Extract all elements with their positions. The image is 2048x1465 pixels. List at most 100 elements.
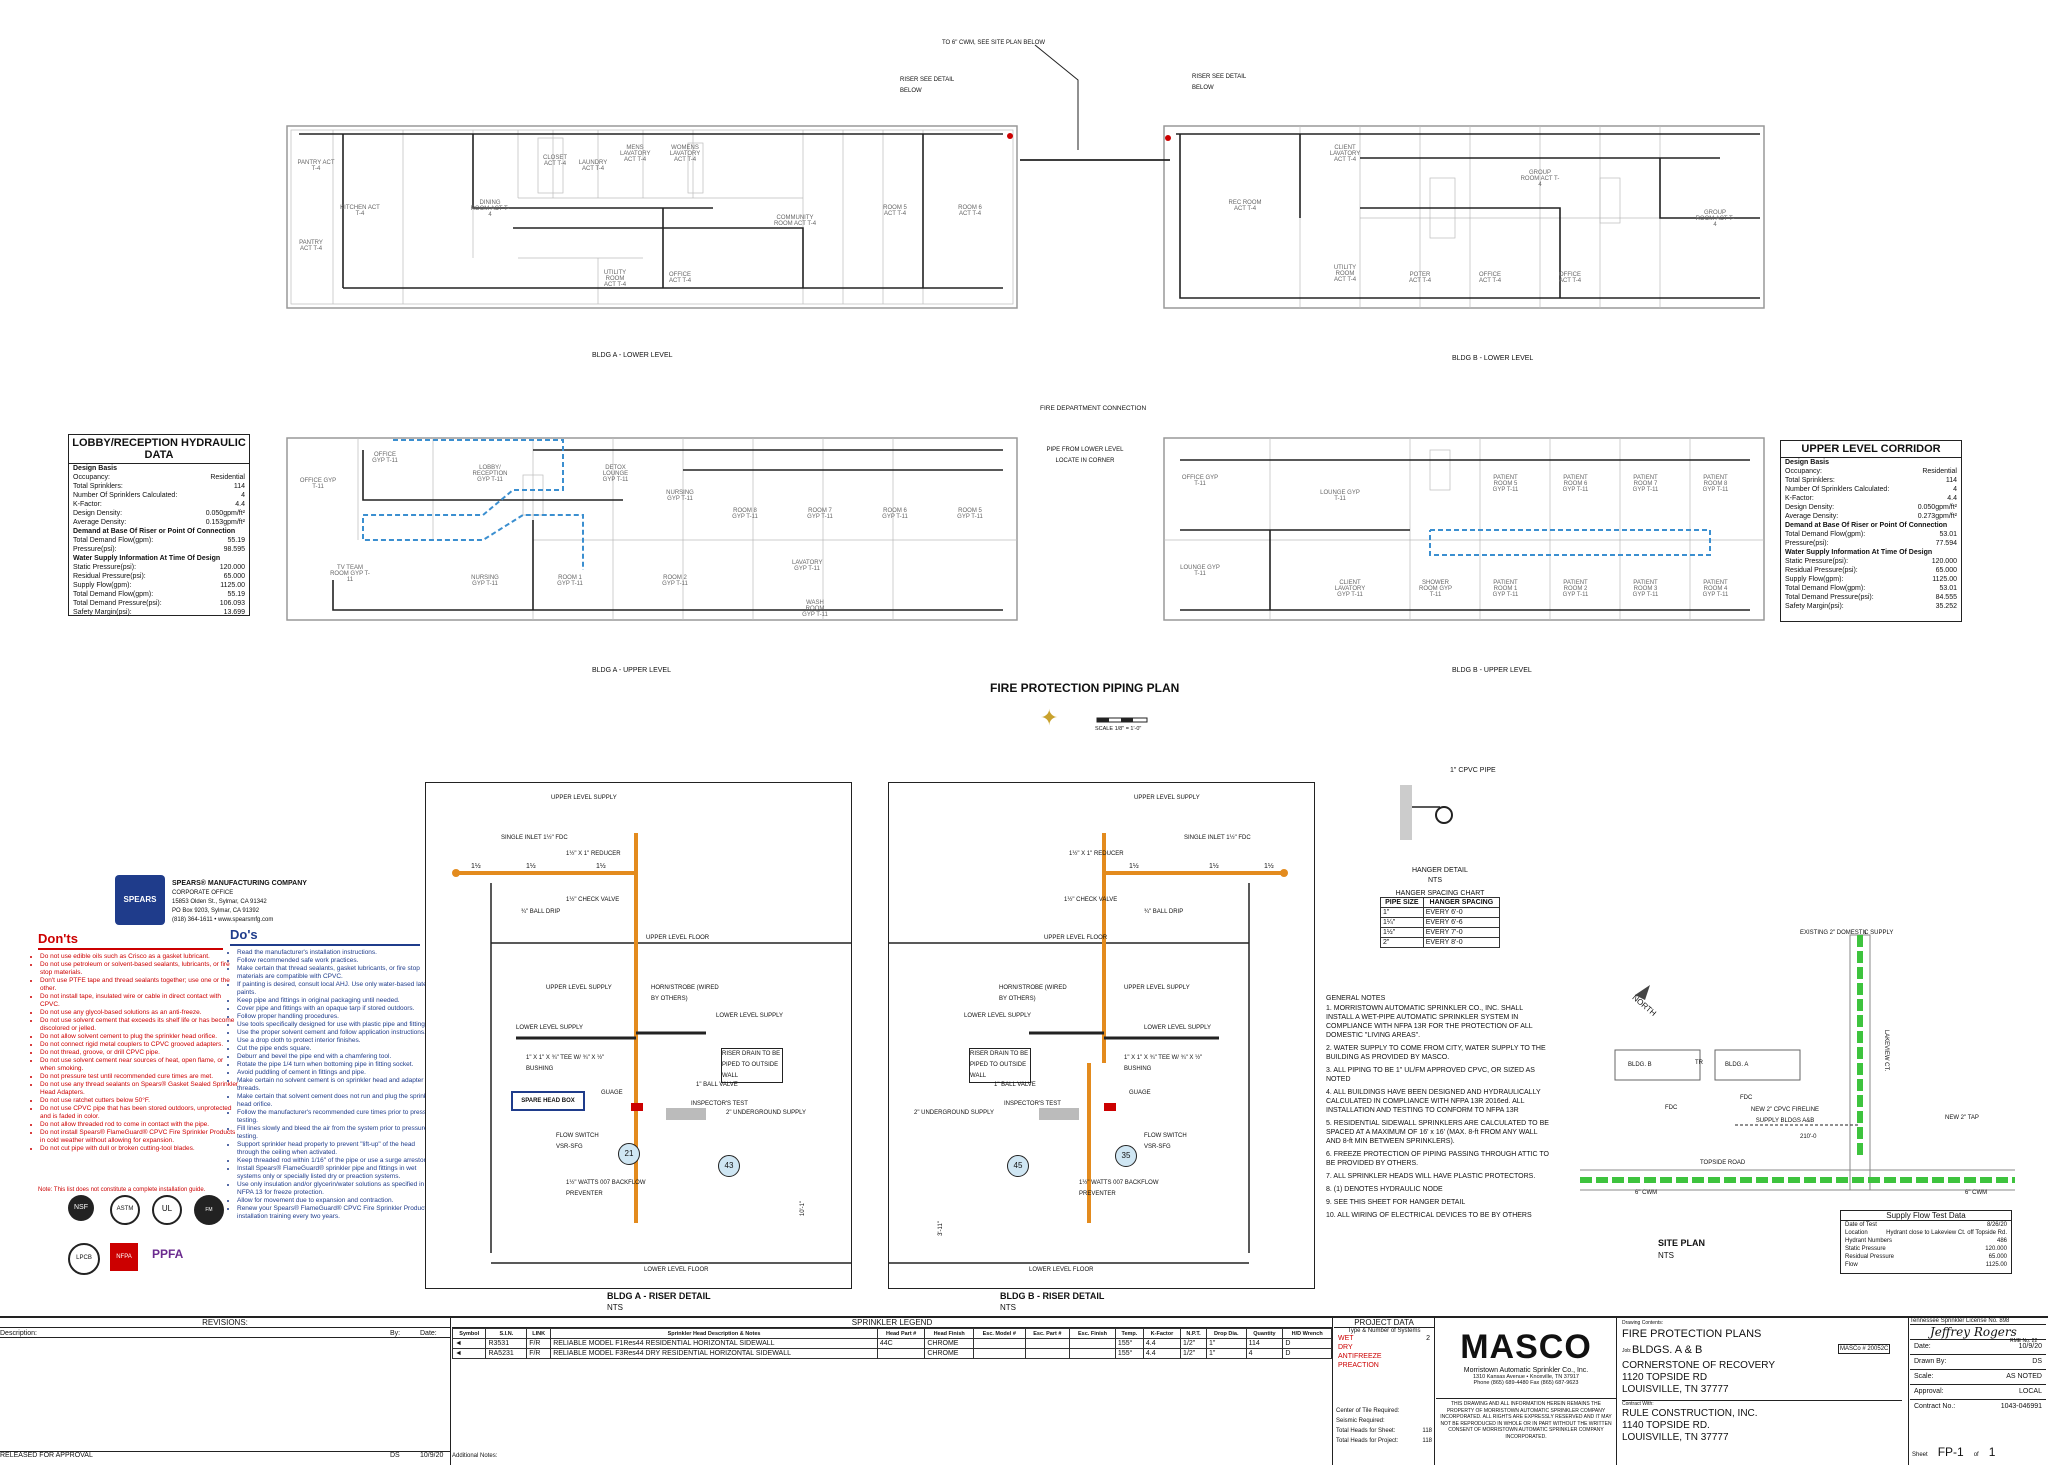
flow-label: Static Pressure [1845, 1246, 1886, 1252]
riser-a-check: 1½" CHECK VALVE [566, 897, 620, 903]
riser-b-lls2: LOWER LEVEL SUPPLY [1144, 1025, 1212, 1031]
room-label: TV TEAM ROOM GYP T-11 [330, 565, 370, 583]
riser-b-backflow: 1½" WATTS 007 BACKFLOW PREVENTER [1079, 1180, 1159, 1197]
dos-title: Do's [230, 927, 258, 942]
legend-header: Temp. [1114, 1328, 1144, 1339]
calc-value: 120.000 [219, 564, 245, 571]
riser-b-fdc: SINGLE INLET 1½" FDC [1184, 835, 1251, 841]
room-label: ROOM 2 GYP T-11 [662, 575, 688, 587]
legend-header: Drop Dia. [1205, 1328, 1247, 1339]
calc-label: Static Pressure(psi): [73, 564, 137, 571]
dont-item: Do not use any thread sealants on Spears… [40, 1081, 240, 1097]
calc-label: Average Density: [1785, 513, 1839, 520]
calc-row: Static Pressure(psi):120.000 [1781, 557, 1961, 566]
hanger-nts: NTS [1428, 877, 1442, 884]
legend-cell: ◄ [451, 1348, 487, 1359]
dos-list: Read the manufacturer's installation ins… [225, 949, 437, 1221]
room-label: PATIENT ROOM 2 GYP T-11 [1562, 580, 1589, 598]
legend-cell: 1" [1205, 1338, 1247, 1349]
room-label: OFFICE GYP T-11 [299, 478, 337, 490]
riser-a-nts: NTS [607, 1303, 623, 1312]
license-field: Contract No.:1043-046991 [1910, 1399, 2046, 1414]
project-type-label: Type & Number of Systems [1347, 1328, 1421, 1334]
project-type: PREACTION [1338, 1362, 1379, 1369]
room-label: ROOM 5 GYP T-11 [957, 508, 983, 520]
calc-value: 4 [1953, 486, 1957, 493]
riser-b-pipe1: 1½ [1129, 863, 1139, 870]
dont-item: Do not install Spears® FlameGuard® CPVC … [40, 1129, 240, 1145]
site-existing: EXISTING 2" DOMESTIC SUPPLY [1800, 930, 1894, 936]
heads-sheet: 118 [1422, 1428, 1432, 1434]
masco-logo: MASCO [1460, 1328, 1592, 1366]
room-label: ROOM 5 ACT T-4 [883, 205, 907, 217]
riser-a-dim: 10'-1" [800, 1200, 807, 1217]
calc-label: Demand at Base Of Riser or Point Of Conn… [73, 528, 236, 535]
riser-b-gauge: GUAGE [1129, 1090, 1151, 1096]
hanger-cell: EVERY 6'-6 [1422, 917, 1501, 928]
riser-b-ug: 2" UNDERGROUND SUPPLY [914, 1110, 995, 1116]
pipe-from-lower-label: PIPE FROM LOWER LEVEL LOCATE IN CORNER [1046, 447, 1124, 464]
calc-value: 4.4 [235, 501, 245, 508]
riser-b-drip: ¾" BALL DRIP [1144, 909, 1184, 915]
legend-cell: 4.4 [1142, 1348, 1182, 1359]
dont-item: Do not use petroleum or solvent-based se… [40, 961, 240, 977]
spears-name: SPEARS® MANUFACTURING COMPANY [172, 880, 307, 887]
calc-label: Total Demand Pressure(psi): [1785, 594, 1874, 601]
hanger-cell: 1" [1380, 907, 1424, 918]
do-item: Keep pipe and fittings in original packa… [237, 997, 437, 1005]
of-label: of [1973, 1452, 1979, 1458]
riser-a-ball: 1" BALL VALVE [696, 1082, 738, 1088]
calc-label: Total Demand Flow(gpm): [73, 591, 154, 598]
calc-value: 84.555 [1935, 594, 1957, 601]
room-label: OFFICE ACT T-4 [1558, 272, 1582, 284]
hanger-row: 1¼"EVERY 6'-6 [1380, 917, 1501, 928]
room-label: LOUNGE GYP T-11 [1180, 565, 1220, 577]
legend-cell: RELIABLE MODEL F1Res44 RESIDENTIAL HORIZ… [550, 1338, 878, 1349]
dont-item: Do not use solvent cement that exceeds i… [40, 1017, 240, 1033]
room-label: PATIENT ROOM 5 GYP T-11 [1492, 475, 1519, 493]
room-label: ROOM 8 GYP T-11 [732, 508, 758, 520]
flow-label: Residual Pressure [1845, 1254, 1895, 1260]
legend-cell: R3531 [485, 1338, 528, 1349]
calc-value: Residential [210, 474, 245, 481]
flow-value: 8/26/20 [1986, 1222, 2007, 1228]
calc-row: Design Basis [69, 464, 249, 473]
project-addr2: LOUISVILLE, TN 37777 [1622, 1384, 1729, 1395]
riser-b-flow: FLOW SWITCH VSR-SFG [1144, 1133, 1187, 1150]
legend-header: H/D Wrench [1282, 1328, 1332, 1339]
riser-b-title: BLDG B - RISER DETAIL [1000, 1291, 1105, 1301]
calc-value: 65.000 [223, 573, 245, 580]
riser-a-lls2: LOWER LEVEL SUPPLY [716, 1013, 784, 1019]
license-field-value: 1043-046991 [2000, 1403, 2042, 1410]
general-note: 9. SEE THIS SHEET FOR HANGER DETAIL [1326, 1199, 1466, 1206]
room-label: OFFICE GYP T-11 [1181, 475, 1219, 487]
do-item: Follow proper handling procedures. [237, 1013, 437, 1021]
riser-b-label: RISER SEE DETAIL BELOW [1192, 74, 1247, 91]
site-lakeview: LAKEVIEW CT. [1883, 1029, 1890, 1072]
site-road: TOPSIDE ROAD [1700, 1160, 1746, 1166]
calc-row: Water Supply Information At Time Of Desi… [69, 554, 249, 563]
general-note: 4. ALL BUILDINGS HAVE BEEN DESIGNED AND … [1326, 1089, 1541, 1114]
calc-row: Pressure(psi):98.595 [69, 545, 249, 554]
riser-a-drip: ¾" BALL DRIP [521, 909, 561, 915]
do-item: Renew your Spears® FlameGuard® CPVC Fire… [237, 1205, 437, 1221]
calc-value: 98.595 [223, 546, 245, 553]
license-field-value: DS [2032, 1358, 2042, 1365]
hanger-chart-title: HANGER SPACING CHART [1395, 890, 1485, 897]
calc-label: K-Factor: [1785, 495, 1814, 502]
legend-title: SPRINKLER LEGEND [452, 1318, 1332, 1328]
to-cwm-label: TO 6" CWM, SEE SITE PLAN BELOW [942, 40, 1046, 46]
do-item: Allow for movement due to expansion and … [237, 1197, 437, 1205]
seismic: Seismic Required: [1336, 1418, 1385, 1424]
legend-cell [972, 1348, 1026, 1359]
legend-cell: D [1282, 1348, 1332, 1359]
do-item: Cut the pipe ends square. [237, 1045, 437, 1053]
donts-note: Note: This list does not constitute a co… [38, 1187, 206, 1193]
riser-a-llf: LOWER LEVEL FLOOR [644, 1267, 709, 1273]
flow-label: Flow [1845, 1262, 1858, 1268]
room-label: PANTRY ACT T-4 [297, 160, 335, 172]
node-badge: 43 [718, 1155, 740, 1177]
